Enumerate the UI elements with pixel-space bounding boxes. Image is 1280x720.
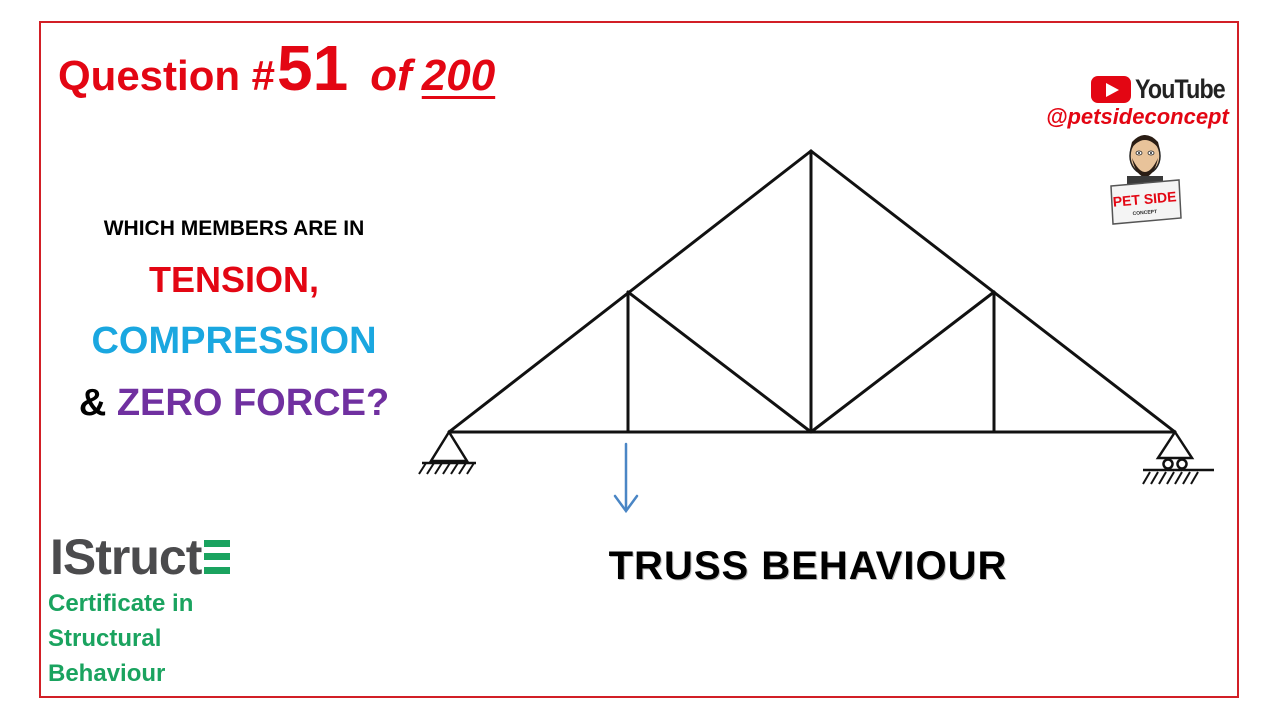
slide-frame — [39, 21, 1239, 698]
diagram-caption: TRUSS BEHAVIOUR — [608, 544, 1008, 588]
youtube-play-icon — [1091, 76, 1131, 103]
tension-label: TENSION, — [148, 259, 319, 300]
istructe-logo: IStruct — [50, 529, 231, 585]
certificate-line: Structural — [48, 625, 162, 652]
channel-handle: @petsideconcept — [1046, 104, 1229, 129]
truss-top-chord-left — [447, 149, 813, 434]
certificate-text: Certificate in Structural Behaviour — [48, 586, 193, 691]
mascot-illustration: PET SIDE CONCEPT — [1110, 135, 1182, 225]
compression-label: COMPRESSION — [91, 320, 377, 362]
ampersand: & — [78, 382, 107, 424]
zero-force-label: ZERO FORCE? — [116, 382, 390, 424]
question-line1: WHICH MEMBERS ARE IN — [103, 217, 365, 240]
truss-left-diagonal — [626, 290, 813, 434]
question-number: 51 — [277, 32, 349, 104]
zero-force-line: & ZERO FORCE? — [50, 384, 418, 422]
title-prefix: Question # — [58, 52, 276, 99]
title-of: of — [370, 51, 412, 100]
istructe-e-mark — [204, 538, 231, 576]
certificate-line: Certificate in — [48, 590, 194, 617]
pin-support-icon — [418, 429, 476, 475]
youtube-wordmark: YouTube — [1135, 74, 1226, 104]
down-arrow-icon — [613, 442, 639, 514]
mascot-sign-text: PET SIDE — [1112, 188, 1177, 209]
question-total: 200 — [421, 51, 496, 100]
mascot-sign-subtext: CONCEPT — [1132, 209, 1157, 217]
youtube-logo: YouTube — [1091, 74, 1239, 105]
certificate-line: Behaviour — [48, 660, 166, 687]
istructe-wordmark: IStruct — [50, 529, 202, 585]
roller-support-icon — [1142, 429, 1214, 485]
truss-right-diagonal — [809, 290, 996, 434]
